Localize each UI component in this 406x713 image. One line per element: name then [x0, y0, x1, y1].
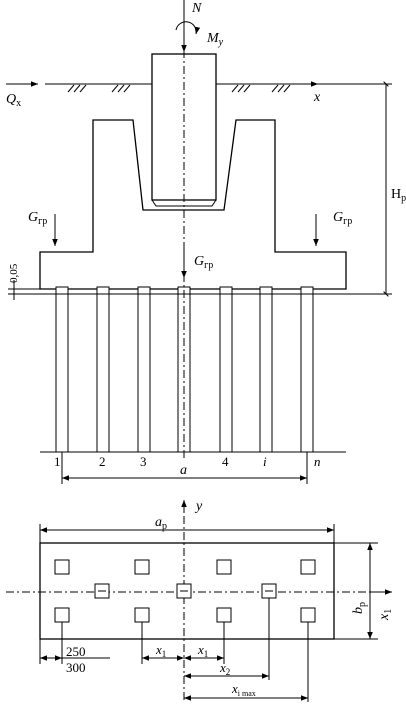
label-y-axis: y	[194, 499, 203, 514]
pile-label-1: 1	[54, 454, 61, 469]
pile-label-i: i	[263, 454, 267, 469]
label-ximax: xi max	[231, 681, 256, 698]
plan-piles	[54, 559, 316, 623]
pile-label-4: 4	[222, 454, 229, 469]
plan-pile	[300, 559, 316, 575]
plan-pile	[54, 559, 70, 575]
plan-pile	[134, 559, 150, 575]
pile	[259, 286, 273, 453]
pile-label-n: n	[314, 454, 321, 469]
elevation-view: N My Qx x Hp Gгр Gгр Gгр 0,05 1 2 3 4 i …	[6, 0, 406, 484]
label-x1-left: x1	[155, 642, 166, 659]
label-x-axis: x	[313, 90, 321, 105]
label-hp: Hp	[391, 187, 406, 204]
plan-pile	[134, 607, 150, 623]
pile-cap	[39, 119, 347, 290]
plan-view: ap y x1 bp	[6, 499, 394, 702]
label-x1-right: x1	[197, 642, 208, 659]
label-qx: Qx	[6, 92, 21, 109]
plan-pile	[54, 607, 70, 623]
label-x2: x2	[219, 660, 230, 677]
moment-arrow	[175, 21, 201, 35]
label-x1-axis: x1	[377, 609, 394, 621]
label-g-right: Gгр	[333, 210, 352, 227]
label-bp: bp	[351, 602, 368, 614]
label-005: 0,05	[8, 263, 20, 283]
cap-plan	[39, 542, 335, 640]
label-ap: ap	[155, 515, 167, 532]
label-250: 250	[66, 644, 86, 659]
ground-hatching	[67, 84, 291, 93]
pile	[219, 286, 233, 453]
label-my: My	[206, 31, 224, 48]
label-g-left: Gгр	[28, 210, 47, 227]
label-300: 300	[66, 660, 86, 675]
plan-pile	[216, 607, 232, 623]
pile-label-2: 2	[99, 454, 106, 469]
plan-pile	[300, 607, 316, 623]
plan-pile	[216, 559, 232, 575]
label-g-center: Gгр	[194, 254, 213, 271]
pile	[300, 286, 314, 453]
pile-label-3: 3	[140, 454, 147, 469]
pile	[137, 286, 151, 453]
label-n: N	[191, 1, 202, 16]
piles	[55, 286, 314, 453]
pile	[55, 286, 69, 453]
pile	[96, 286, 110, 453]
label-a: a	[180, 463, 187, 478]
